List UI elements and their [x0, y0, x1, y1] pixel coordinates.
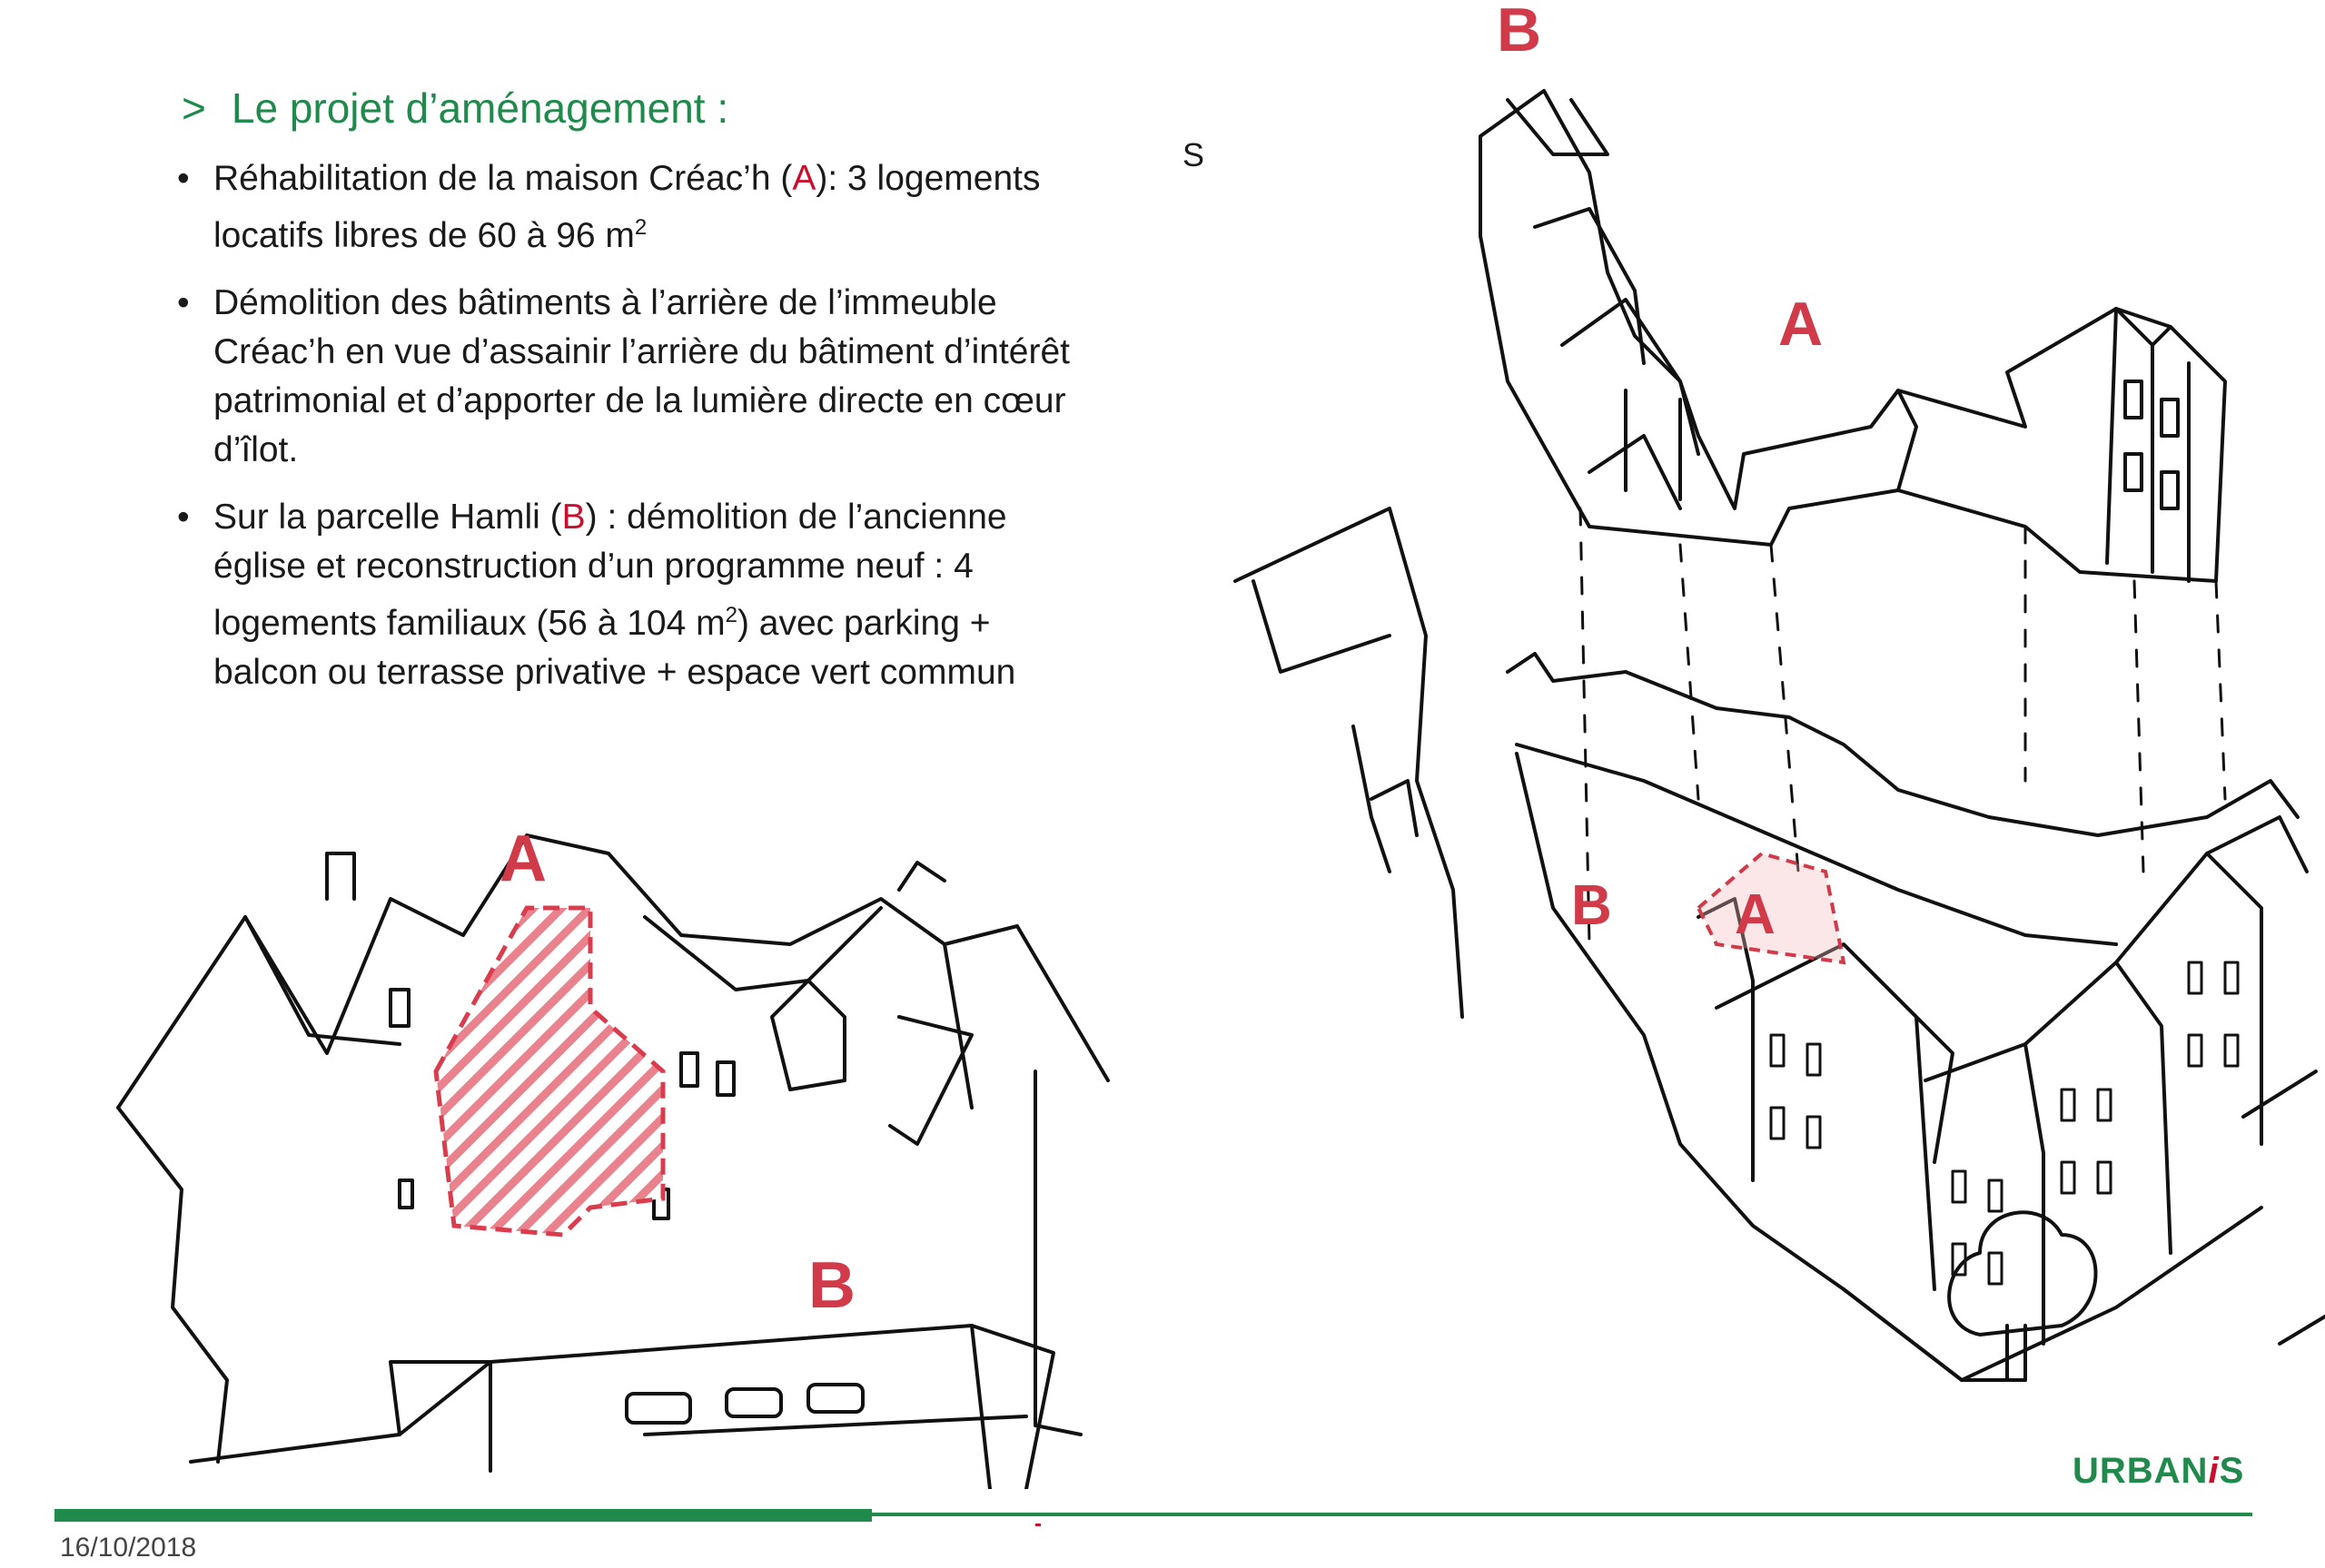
bullet-marker: A: [792, 159, 816, 198]
bullet-text: Démolition des bâtiments à l’arrière de …: [213, 283, 1070, 469]
superscript: 2: [725, 603, 737, 627]
left-label-a: A: [500, 823, 547, 895]
footer-date: 16/10/2018: [60, 1533, 197, 1563]
stray-letter: S: [1182, 136, 1205, 173]
left-sketch-illustration: A B: [116, 823, 1110, 1489]
footer-rule-thin: [872, 1513, 2252, 1516]
bullet-item: Démolition des bâtiments à l’arrière de …: [177, 279, 1085, 475]
logo-text: URBAN: [2073, 1451, 2209, 1491]
bullet-text: ): 3 logements locatifs libres de 60 à 9…: [213, 159, 1041, 255]
chevron-right-icon: >: [182, 84, 206, 132]
building-a-footprint: [1696, 851, 1846, 965]
left-label-b: B: [808, 1249, 856, 1322]
hatched-building-a: [433, 905, 666, 1238]
section-heading: > Le projet d’aménagement :: [182, 84, 728, 133]
bullet-item: Réhabilitation de la maison Créac’h (A):…: [177, 154, 1103, 261]
right-label-bottom-b: B: [1571, 874, 1612, 937]
footer-red-tick: [1035, 1524, 1041, 1526]
right-label-bottom-a: A: [1735, 883, 1776, 946]
right-sketch-illustration: B A B A: [1233, 0, 2325, 1382]
bullet-list: Réhabilitation de la maison Créac’h (A):…: [177, 154, 1085, 715]
logo-i: i: [2208, 1451, 2220, 1491]
superscript: 2: [634, 215, 648, 240]
urbanis-logo: URBANiS: [2073, 1451, 2244, 1492]
logo-text: S: [2219, 1451, 2245, 1491]
footer-rule-thick: [54, 1509, 872, 1522]
bullet-text: Sur la parcelle Hamli (: [213, 498, 562, 537]
heading-text: Le projet d’aménagement :: [231, 84, 729, 132]
bullet-marker: B: [561, 498, 586, 537]
right-label-top-b: B: [1497, 0, 1541, 64]
bullet-item: Sur la parcelle Hamli (B) : démolition d…: [177, 493, 1085, 697]
bullet-text: ) : démolition de l’ancienne église et r…: [213, 498, 1007, 643]
bullet-text: Réhabilitation de la maison Créac’h (: [213, 159, 793, 198]
right-label-top-a: A: [1778, 290, 1823, 359]
bullet-text: ) avec parking + balcon ou terrasse priv…: [213, 604, 1016, 692]
